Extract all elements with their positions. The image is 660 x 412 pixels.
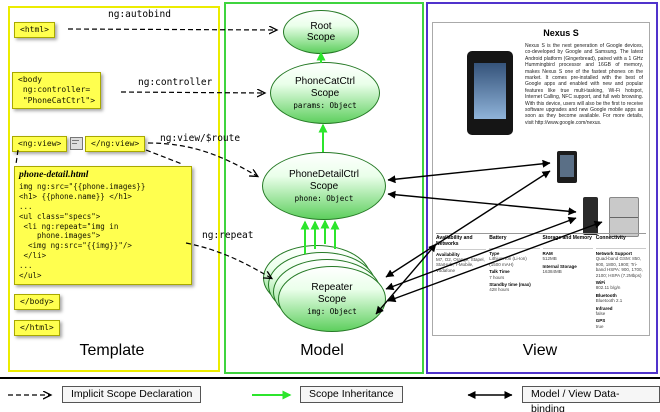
scope-property: params: Object (293, 100, 357, 110)
legend-binding-label: Model / View Data-binding (522, 386, 660, 412)
ng-repeat-label: ng:repeat (202, 230, 254, 241)
model-column-label: Model (300, 342, 344, 359)
scope-title: PhoneCatCtrl Scope (294, 76, 356, 99)
specs-table: Availability and Networks Availability M… (436, 233, 646, 329)
root-scope-ellipse: Root Scope (283, 10, 359, 54)
spec-row-label: Infrared (595, 305, 613, 311)
spec-row-label: GPS (595, 318, 606, 324)
ngview-placeholder-icon (70, 137, 83, 150)
spec-row-value: false (595, 310, 606, 316)
spec-row-label: Bluetooth (595, 292, 617, 298)
view-phone-title: Nexus S (543, 28, 579, 38)
repeater-scope-ellipse: Repeater Scope img: Object (278, 266, 386, 332)
spec-header: Availability and Networks (436, 235, 487, 250)
spec-row-value: 512MB (542, 256, 557, 262)
html-close-tag-box: </html> (14, 320, 60, 337)
spec-section-availability: Availability and Networks Availability M… (436, 235, 487, 329)
spec-section-battery: Battery Type Lithium Ion (Li-Ion) (1500 … (489, 235, 540, 329)
phone-thumbnail-2 (583, 197, 598, 235)
scope-title: Repeater Scope (311, 282, 353, 305)
phone-thumbnail-3 (609, 197, 639, 237)
thumbnail-screen-icon (560, 155, 574, 177)
ngview-open-tag-box: <ng:view> (12, 136, 68, 153)
phone-detail-template-box: phone-detail.html img ng:src="{{phone.im… (14, 166, 192, 285)
spec-row-value: 7 hours (489, 274, 505, 280)
body-close-tag-box: </body> (14, 294, 60, 311)
ngview-close-tag-box: </ng:view> (85, 136, 146, 153)
spec-row-value: 802.11 b/g/n (595, 285, 621, 291)
ng-autobind-label: ng:autobind (108, 9, 171, 20)
spec-row-label: Network Support (595, 251, 633, 256)
phone-thumbnail-1 (557, 151, 577, 183)
view-column-label: View (522, 342, 558, 359)
phone-detail-code: img ng:src="{{phone.images}} <h1> {{phon… (19, 182, 146, 281)
template-column-label: Template (79, 342, 145, 359)
spec-row-value: true (595, 323, 604, 329)
spec-row-value: 16384MB (542, 269, 562, 275)
html-open-tag-box: <html> (14, 22, 55, 39)
view-description: Nexus S is the next generation of Google… (525, 43, 643, 126)
phone-screen (474, 63, 506, 119)
ng-controller-label: ng:controller (138, 77, 213, 88)
body-open-tag-box: <body ng:controller= "PhoneCatCtrl"> (12, 72, 102, 110)
scope-property: img: Object (307, 306, 357, 316)
spec-header: Connectivity (595, 235, 646, 249)
legend-implicit-label: Implicit Scope Declaration (62, 386, 202, 403)
legend-inheritance-label: Scope Inheritance (300, 386, 403, 403)
spec-header: Storage and Memory (542, 235, 593, 249)
spec-section-connectivity: Connectivity Network Support Quad-band G… (595, 235, 646, 329)
spec-row-value: Lithium Ion (Li-Ion) (1500 mAH) (489, 256, 527, 267)
spec-row-value: Bluetooth 2.1 (595, 298, 623, 304)
scope-title: Root Scope (306, 20, 336, 43)
spec-row-value: 428 hours (489, 287, 510, 293)
phonecat-scope-ellipse: PhoneCatCtrl Scope params: Object (270, 62, 380, 124)
legend-divider (0, 377, 660, 379)
scope-title: PhoneDetailCtrl Scope (288, 169, 360, 192)
scope-property: phone: Object (294, 193, 354, 203)
phonedetail-scope-ellipse: PhoneDetailCtrl Scope phone: Object (262, 152, 386, 220)
spec-header: Battery (489, 235, 540, 249)
spec-row-value: M7, O2, Orange, Stapel, StarHub, T-Mobil… (436, 256, 485, 273)
spec-section-storage: Storage and Memory RAM 512MB Internal St… (542, 235, 593, 329)
phone-main-image (467, 51, 513, 135)
ng-view-route-label: ng:view/$route (160, 133, 241, 144)
spec-row-value: Quad-band GSM: 850, 900, 1800, 1900; Tri… (595, 256, 643, 278)
phone-detail-filename: phone-detail.html (19, 170, 89, 180)
phone-detail-view-panel: Nexus S Nexus S is the next generation o… (432, 22, 650, 336)
